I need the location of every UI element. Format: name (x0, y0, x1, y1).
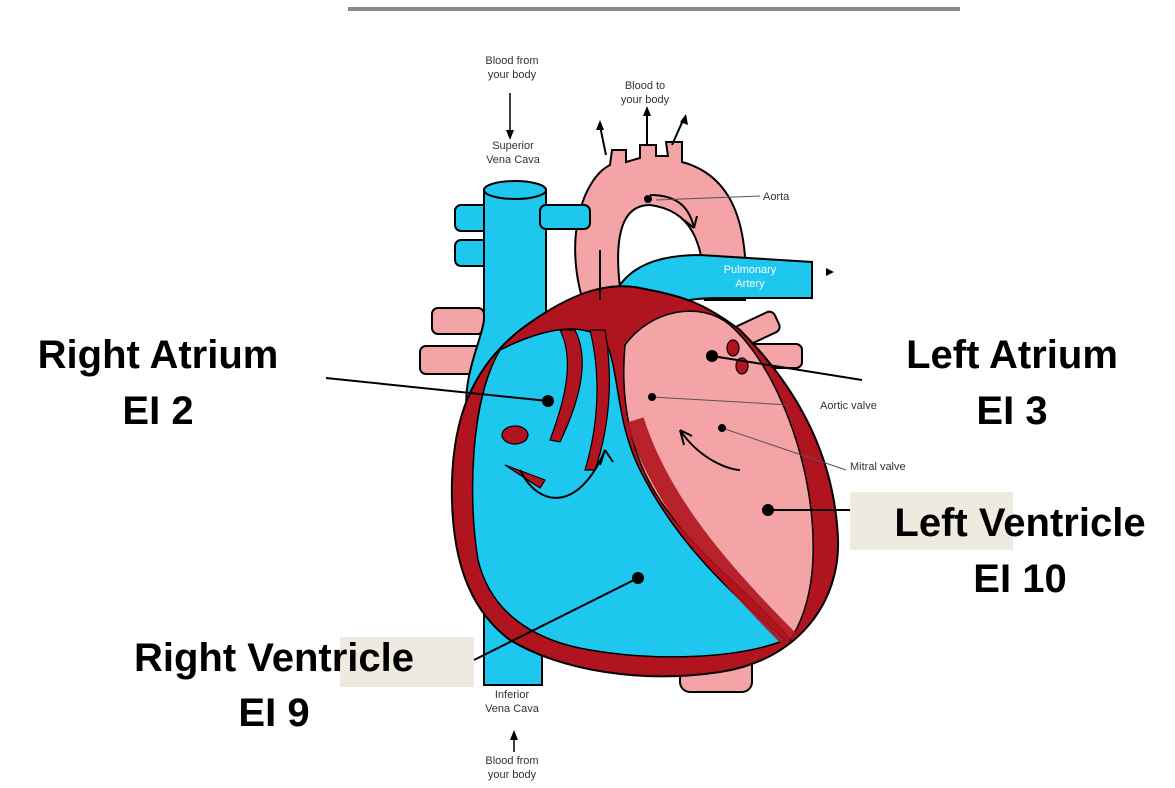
blood-from-body-top-line1: Blood from (485, 55, 538, 67)
superior-vena-cava-line1: Superior (492, 140, 534, 152)
svc-branch (540, 205, 590, 229)
blood-from-body-top-line2: your body (488, 69, 537, 81)
coronary-sinus (502, 426, 528, 444)
blood-from-body-bottom-line2: your body (488, 769, 537, 781)
left-ventricle-name: Left Ventricle (894, 501, 1145, 545)
mitral-valve-label: Mitral valve (850, 461, 906, 473)
blood-from-body-bottom-line1: Blood from (485, 755, 538, 767)
superior-vena-cava-line2: Vena Cava (486, 154, 541, 166)
right-atrium-name: Right Atrium (38, 333, 279, 377)
pulmonary-artery-line1: Pulmonary (724, 264, 777, 276)
left-atrium-code: EI 3 (976, 389, 1047, 433)
blood-to-body-line2: your body (621, 94, 670, 106)
inferior-vena-cava-line1: Inferior (495, 689, 530, 701)
aorta-label: Aorta (763, 191, 790, 203)
right-atrium-code: EI 2 (122, 389, 193, 433)
pulmonary-artery-line2: Artery (735, 278, 765, 290)
left-atrium-name: Left Atrium (906, 333, 1118, 377)
superior-vena-cava-opening (484, 181, 546, 199)
inferior-vena-cava-line2: Vena Cava (485, 703, 540, 715)
right-ventricle-code: EI 9 (238, 691, 309, 735)
blood-to-body-line1: Blood to (625, 80, 665, 92)
left-ventricle-code: EI 10 (973, 557, 1066, 601)
right-ventricle-name: Right Ventricle (134, 636, 414, 680)
aortic-valve-label: Aortic valve (820, 400, 877, 412)
